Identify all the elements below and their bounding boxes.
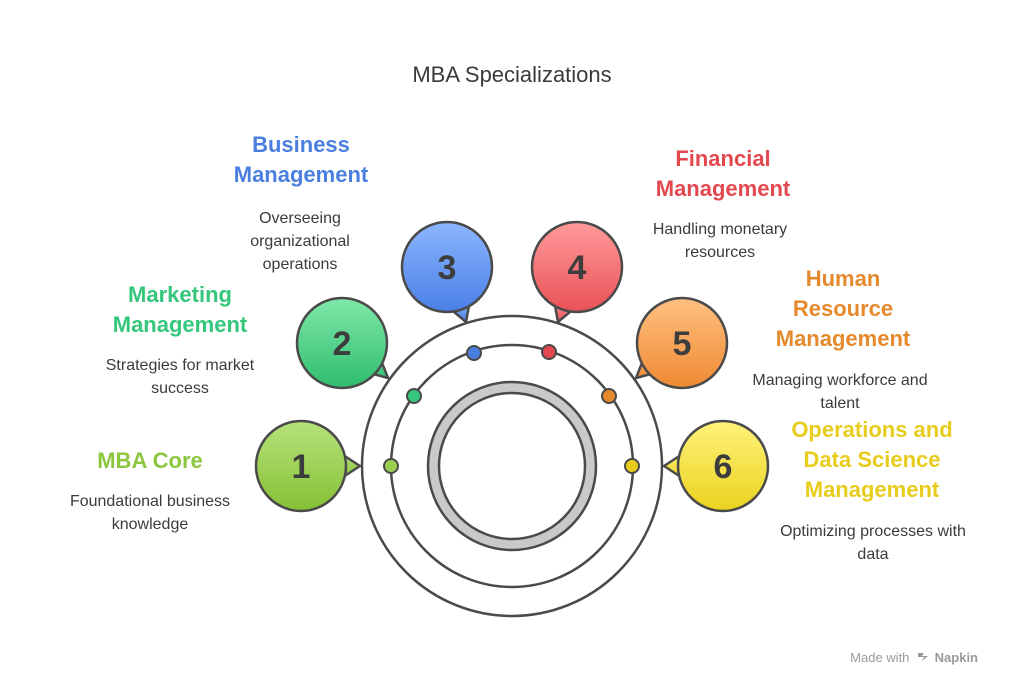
- bubble-number-5: 5: [673, 325, 692, 363]
- label-marketing-management: Marketing Management: [112, 282, 248, 337]
- bubble-number-3: 3: [438, 249, 457, 287]
- desc-operations-data-science-management: Optimizing processes with data: [780, 523, 966, 563]
- napkin-logo-icon: [918, 653, 929, 661]
- desc-human-resource-management: Managing workforce and talent: [752, 372, 928, 412]
- desc-financial-management: Handling monetary resources: [652, 221, 788, 261]
- footer-credit: Made with Napkin: [850, 650, 978, 665]
- ring-dot-1: [383, 458, 399, 474]
- bubble-number-2: 2: [333, 325, 352, 363]
- bubble-6: 6: [662, 419, 770, 513]
- bubble-number-4: 4: [568, 249, 587, 287]
- label-business-management: Business Management: [233, 132, 369, 187]
- bubble-1: 1: [254, 419, 362, 513]
- bubble-4: 4: [530, 220, 624, 324]
- bubble-number-1: 1: [292, 448, 311, 486]
- bubble-5: 5: [634, 296, 729, 390]
- footer-prefix: Made with: [850, 650, 910, 665]
- center-hole: [437, 391, 587, 541]
- bubble-2: 2: [295, 296, 390, 390]
- label-financial-management: Financial Management: [655, 146, 791, 201]
- label-human-resource-management: Human Resource Management: [775, 266, 911, 351]
- ring-dot-3: [466, 345, 482, 361]
- label-mba-core: MBA Core: [97, 448, 203, 473]
- ring-dot-6: [624, 458, 640, 474]
- bubble-number-6: 6: [714, 448, 733, 486]
- desc-marketing-management: Strategies for market success: [105, 357, 255, 397]
- ring-dot-2: [406, 388, 422, 404]
- desc-business-management: Overseeing organizational operations: [250, 210, 350, 273]
- diagram-title: MBA Specializations: [412, 62, 612, 87]
- ring-dot-4: [541, 344, 557, 360]
- desc-mba-core: Foundational business knowledge: [69, 493, 231, 533]
- bubble-3: 3: [400, 220, 494, 324]
- label-operations-data-science-management: Operations and Data Science Management: [791, 417, 953, 502]
- footer-brand: Napkin: [934, 650, 978, 665]
- ring-dot-5: [601, 388, 617, 404]
- center-rings: [360, 314, 664, 618]
